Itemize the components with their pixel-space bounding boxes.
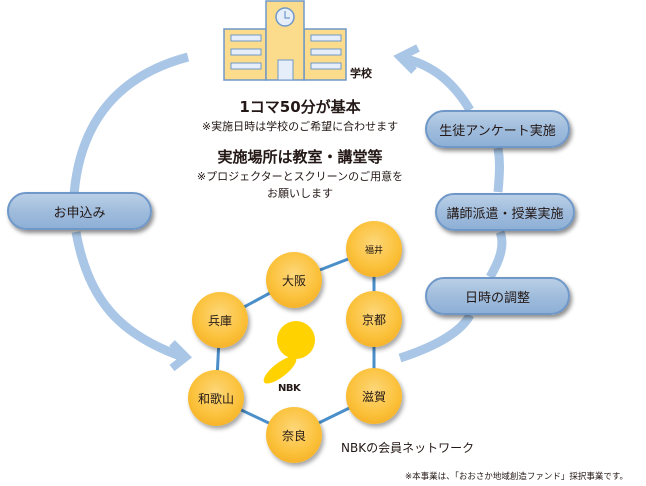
arrow-survey-to-school <box>400 53 474 113</box>
arrow-apply-to-network <box>71 231 185 362</box>
note-schedule: ※実施日時は学校のご希望に合わせます <box>201 120 399 133</box>
node-nara: 奈良 <box>266 407 322 463</box>
footer-note: ※本事業は、「おおさか地域創造ファンド」採択事業です。 <box>405 472 629 482</box>
note-projector-line1: ※プロジェクターとスクリーンのご用意を <box>196 170 404 183</box>
arrowhead-network <box>169 340 193 372</box>
school-label: 学校 <box>350 67 372 80</box>
nbk-logo-text: NBK <box>278 383 301 394</box>
node-kyoto: 京都 <box>346 291 402 347</box>
node-shiga: 滋賀 <box>346 368 402 424</box>
network-label: NBKの会員ネットワーク <box>341 441 475 455</box>
step-apply[interactable]: お申込み <box>7 192 152 230</box>
step-schedule[interactable]: 日時の調整 <box>425 277 570 315</box>
arrowhead-school <box>393 44 420 74</box>
nbk-logo-circle <box>277 321 315 359</box>
node-hyogo: 兵庫 <box>192 292 248 348</box>
step-dispatch[interactable]: 講師派遣・授業実施 <box>435 193 575 231</box>
node-osaka: 大阪 <box>266 252 322 308</box>
headline-duration: 1コマ50分が基本 <box>239 98 361 116</box>
step-survey[interactable]: 生徒アンケート実施 <box>425 110 570 148</box>
headline-location: 実施場所は教室・講堂等 <box>217 148 383 166</box>
arrow-schedule-to-dispatch <box>486 230 507 280</box>
arrow-network-to-schedule <box>398 312 474 363</box>
node-wakayama: 和歌山 <box>188 370 244 426</box>
nbk-logo-swoosh <box>263 356 297 384</box>
node-fukui: 福井 <box>346 221 402 277</box>
note-projector-line2: お願いします <box>267 187 333 200</box>
arrow-school-to-apply <box>69 52 190 196</box>
arrow-dispatch-to-survey <box>493 147 504 193</box>
school-building-icon <box>223 0 347 81</box>
